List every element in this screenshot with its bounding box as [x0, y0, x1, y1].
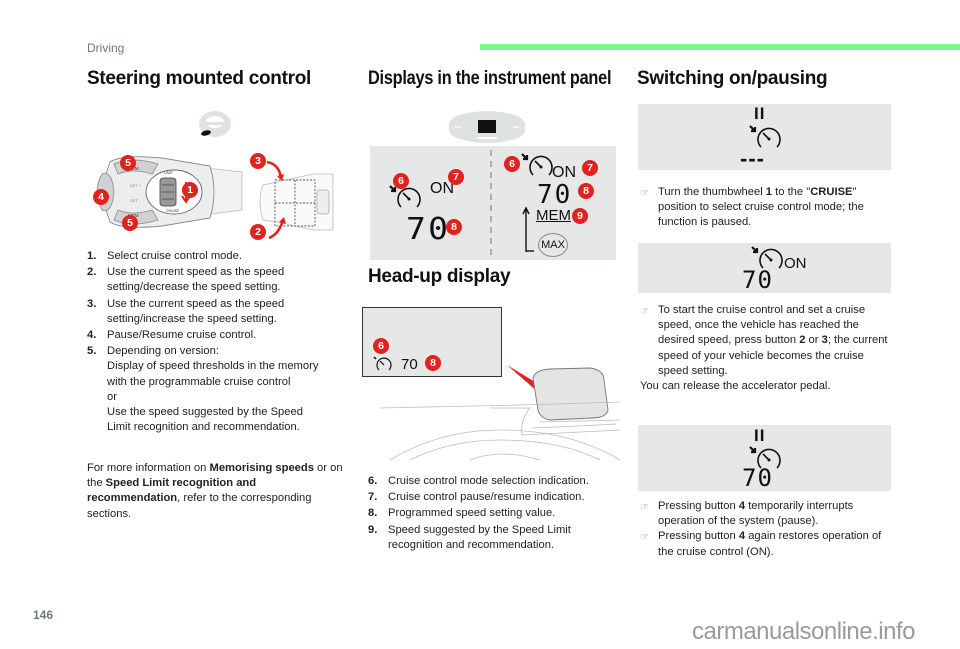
stalk-side-view-diagram — [259, 160, 334, 240]
callout-6: 6 — [393, 173, 409, 189]
callout-6: 6 — [373, 338, 389, 354]
callout-7: 7 — [448, 169, 464, 185]
callout-5-top: 5 — [120, 155, 136, 171]
link-memorising-speeds: Memorising speeds — [209, 462, 314, 474]
more-info-paragraph: For more information on Memorising speed… — [87, 462, 343, 520]
pointing-hand-icon: ☞ — [640, 502, 649, 513]
callout-6: 6 — [504, 156, 520, 172]
cruise-control-speedometer-icon — [373, 356, 392, 371]
list-item: 1.Select cruise control mode. — [87, 250, 242, 262]
display-cruise-on: ON 70 — [638, 243, 891, 293]
callout-9: 9 — [572, 208, 588, 224]
section-accent-bar — [480, 44, 960, 50]
pause-indicator: II — [754, 426, 766, 445]
list-item: 4.Pause/Resume cruise control. — [87, 329, 257, 342]
cruise-control-speedometer-icon — [749, 125, 781, 148]
svg-text:CRUISE: CRUISE — [166, 209, 180, 213]
speed-not-set-dashes: --- — [740, 146, 765, 171]
pointing-hand-icon: ☞ — [640, 532, 649, 544]
callout-4: 4 — [93, 189, 109, 205]
link-speed-limit-recognition: Speed Limit recognition and recommendati… — [87, 477, 257, 505]
accelerator-note: You can release the accelerator pedal. — [640, 380, 831, 393]
speed-setting-value: 70 — [537, 180, 573, 210]
list-item: 6.Cruise control mode selection indicati… — [368, 475, 589, 487]
heading-instrument-panel-displays: Displays in the instrument panel — [368, 68, 612, 89]
cruise-control-speedometer-icon — [749, 446, 781, 469]
callout-2: 2 — [250, 224, 266, 240]
speed-setting-value: 70 — [742, 266, 773, 294]
pointing-hand-icon: ☞ — [640, 188, 649, 199]
list-item: 3.Use the current speed as the speed set… — [87, 297, 285, 325]
cruise-status-on: ON — [430, 180, 454, 197]
list-item: 9.Speed suggested by the Speed Limit rec… — [368, 523, 571, 551]
page-number: 146 — [33, 608, 54, 622]
heading-switching-on-pausing: Switching on/pausing — [637, 68, 828, 89]
pointing-hand-icon: ☞ — [640, 306, 649, 317]
mem-label: MEM — [536, 207, 571, 224]
callout-1: 1 — [182, 182, 198, 198]
cruise-status-on: ON — [784, 255, 807, 272]
dashboard-hud-illustration — [379, 365, 621, 461]
arrow-up-icon — [522, 206, 534, 252]
watermark: carmanualsonline.info — [692, 618, 915, 645]
callout-7: 7 — [582, 160, 598, 176]
callout-8: 8 — [578, 183, 594, 199]
display-paused-with-speed: II 70 — [638, 425, 891, 491]
svg-text:SET -: SET - — [130, 198, 141, 203]
callout-5-bottom: 5 — [122, 215, 138, 231]
list-item: 8.Programmed speed setting value. — [368, 507, 556, 520]
cruise-control-speedometer-icon — [521, 153, 553, 176]
hud-speed-value: 70 — [401, 356, 418, 373]
pause-indicator: II — [754, 104, 766, 123]
svg-text:LIMIT: LIMIT — [164, 171, 174, 175]
section-label: Driving — [87, 41, 125, 55]
callout-8: 8 — [425, 355, 441, 371]
heading-steering-mounted-control: Steering mounted control — [87, 68, 311, 89]
heading-head-up-display: Head-up display — [368, 266, 511, 287]
cruise-control-speedometer-icon — [389, 185, 421, 208]
instrument-panel-display: ON 70 6 7 8 ON 70 MEM MAX 6 7 8 9 — [370, 146, 616, 260]
max-speed-sign: MAX — [538, 233, 568, 257]
step-select-cruise-mode: ☞ Turn the thumbwheel 1 to the "CRUISE" … — [640, 185, 895, 231]
speed-setting-value: 70 — [406, 212, 451, 247]
list-item: 2.Use the current speed as the speed set… — [87, 266, 285, 294]
instrument-cluster-icon — [448, 111, 526, 143]
list-item: 5.Depending on version: Display of speed… — [87, 345, 319, 434]
cruise-control-speedometer-icon — [751, 246, 783, 269]
cruise-stalk-diagram: MEM SET + SET - MEM LIMIT CRUISE — [96, 156, 243, 228]
cruise-status-on: ON — [552, 164, 576, 181]
callout-3: 3 — [250, 153, 266, 169]
step-start-cruise: ☞ To start the cruise control and set a … — [640, 303, 895, 394]
list-item: 7.Cruise control pause/resume indication… — [368, 491, 585, 504]
svg-text:SET +: SET + — [130, 183, 142, 188]
steering-wheel-icon — [199, 111, 231, 137]
dashed-divider — [490, 150, 492, 256]
steering-controls-list: 1.Select cruise control mode. 2.Use the … — [87, 249, 347, 436]
head-up-display-screen: 70 6 8 — [362, 307, 502, 377]
display-indications-list: 6.Cruise control mode selection indicati… — [368, 474, 618, 554]
callout-8: 8 — [446, 219, 462, 235]
speed-setting-value: 70 — [742, 464, 773, 492]
display-paused-no-speed: II --- — [638, 104, 891, 170]
step-pause-resume: ☞ Pressing button 4 temporarily interrup… — [640, 499, 895, 560]
